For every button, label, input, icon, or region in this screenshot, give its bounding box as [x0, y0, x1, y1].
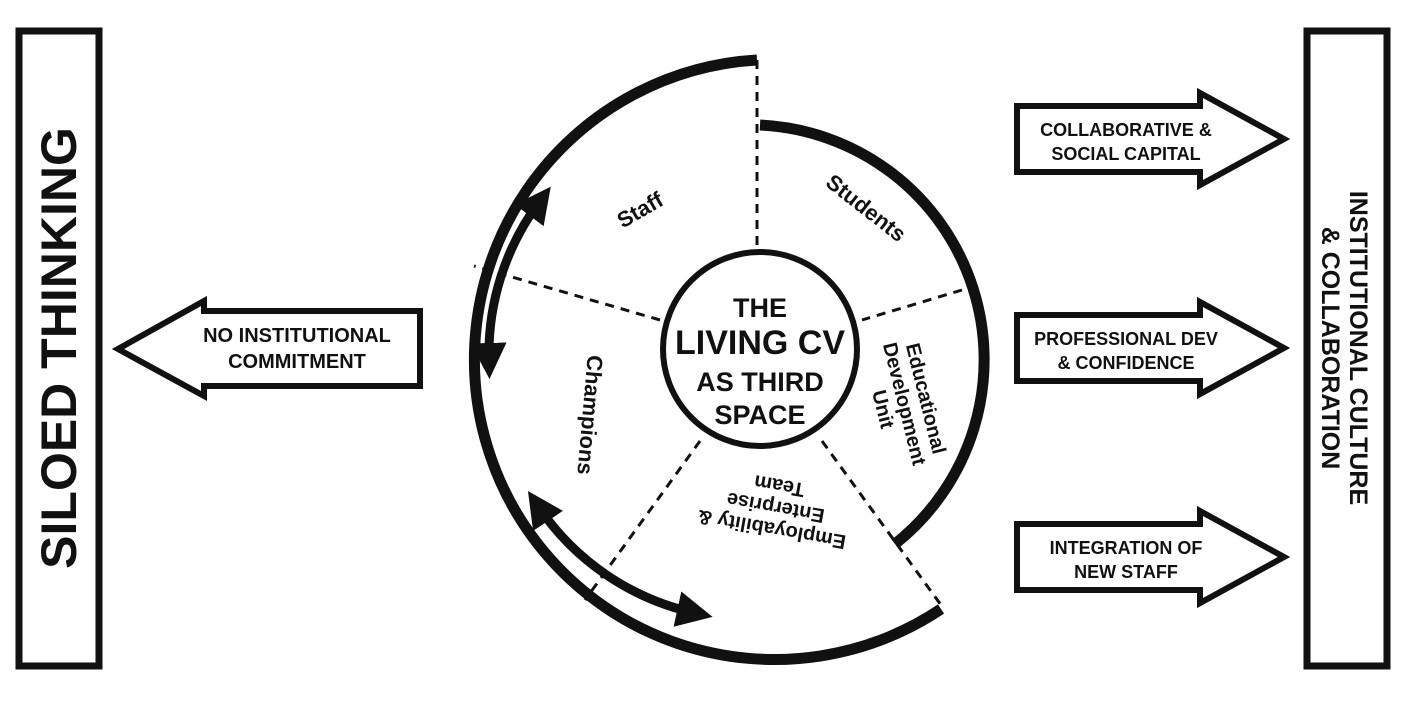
inner-arc — [759, 119, 990, 549]
center-node: THE LIVING CV AS THIRD SPACE — [660, 249, 860, 449]
left-arrow-line2: COMMITMENT — [228, 351, 366, 373]
center-line2: LIVING CV — [675, 324, 845, 362]
center-line1: THE — [733, 293, 787, 323]
right-arrow-3-line2: NEW STAFF — [1074, 562, 1178, 582]
left-arrow: NO INSTITUTIONAL COMMITMENT — [111, 295, 423, 402]
left-arrow-line1: NO INSTITUTIONAL — [203, 325, 391, 347]
left-banner-label: SILOED THINKING — [31, 127, 87, 569]
right-arrow-professional: PROFESSIONAL DEV & CONFIDENCE — [1014, 296, 1291, 400]
double-arrow-staff-champions — [470, 186, 551, 379]
right-banner-line2: & COLLABORATION — [1316, 227, 1344, 470]
divider-students-edu — [861, 288, 963, 322]
segment-label-employability: Employability & Enterprise Team — [696, 470, 848, 552]
right-banner-line1: INSTITUTIONAL CULTURE — [1344, 191, 1372, 505]
divider-edu-employability — [820, 440, 943, 606]
double-arrow-champions-employability — [527, 491, 713, 627]
segment-label-edu: Educational Development Unit — [867, 340, 949, 468]
right-arrow-1-line1: COLLABORATIVE & — [1040, 120, 1212, 140]
right-arrow-2-line2: & CONFIDENCE — [1057, 353, 1194, 373]
outer-arc — [468, 54, 945, 665]
left-banner: SILOED THINKING — [15, 27, 103, 670]
right-banner: INSTITUTIONAL CULTURE & COLLABORATION — [1303, 27, 1391, 670]
segment-label-staff: Staff — [613, 187, 668, 233]
right-arrow-1-line2: SOCIAL CAPITAL — [1051, 144, 1200, 164]
right-arrow-integration: INTEGRATION OF NEW STAFF — [1014, 505, 1291, 609]
segment-label-champions: Champions — [572, 354, 607, 476]
right-arrow-collaborative: COLLABORATIVE & SOCIAL CAPITAL — [1014, 87, 1291, 191]
right-arrow-3-line1: INTEGRATION OF — [1050, 538, 1203, 558]
center-line3: AS THIRD — [696, 367, 824, 397]
center-line4: SPACE — [714, 400, 805, 430]
right-arrow-2-line1: PROFESSIONAL DEV — [1034, 329, 1218, 349]
